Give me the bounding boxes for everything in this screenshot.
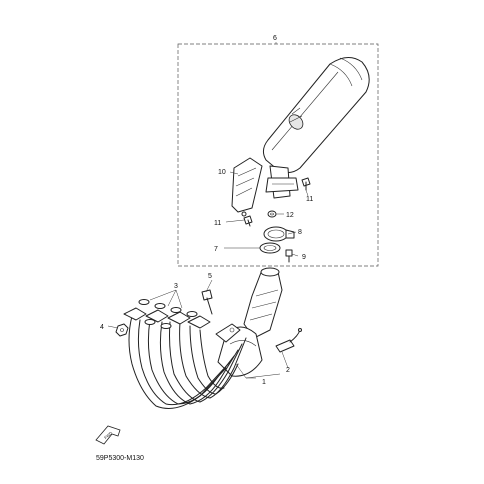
exhaust-pipe-assembly (123, 267, 283, 409)
front-arrow-label: FWD (103, 430, 113, 440)
callout-11-left: 11 (214, 220, 221, 227)
callout-2: 2 (286, 367, 290, 374)
o2-sensor-2 (275, 328, 302, 353)
callout-10: 10 (218, 169, 226, 176)
callout-1: 1 (262, 379, 266, 386)
callout-7: 7 (214, 246, 218, 253)
callout-11-right: 11 (306, 196, 313, 203)
callout-12: 12 (286, 212, 294, 219)
callout-4: 4 (100, 324, 104, 331)
bolt-11-right (301, 177, 311, 191)
front-direction-arrow: FWD (95, 425, 121, 445)
muffler-assembly-boundary (177, 43, 379, 267)
callout-6: 6 (273, 35, 277, 42)
callout-5: 5 (208, 273, 212, 280)
callout-labels: 6 10 11 11 12 8 7 9 3 5 4 2 1 (100, 35, 313, 386)
washer-12 (267, 210, 277, 218)
callout-9: 9 (302, 254, 306, 261)
gaskets-3 (138, 299, 198, 329)
nut-4 (115, 323, 129, 337)
bolt-9 (285, 249, 293, 263)
gasket-7 (259, 242, 281, 254)
clamp-8 (263, 226, 295, 242)
heat-protector (231, 157, 263, 217)
callout-8: 8 (298, 229, 302, 236)
bolt-5 (201, 289, 213, 315)
bolt-11-left (243, 215, 253, 227)
muffler-link-pipe (265, 165, 299, 199)
muffler-body (262, 57, 370, 174)
drawing-code: 59P5300-M130 (96, 455, 144, 462)
callout-3: 3 (174, 283, 178, 290)
leader-lines (107, 42, 309, 379)
